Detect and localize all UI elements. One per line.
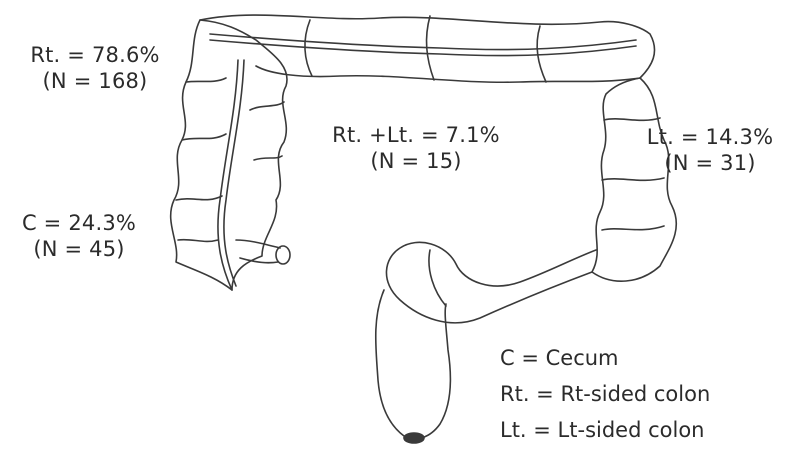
right-sided-percent: Rt. = 78.6% [10,42,180,68]
legend: C = Cecum Rt. = Rt-sided colon Lt. = Lt-… [500,340,710,448]
right-sided-label: Rt. = 78.6% (N = 168) [10,42,180,94]
left-sided-label: Lt. = 14.3% (N = 31) [630,124,790,176]
rectum [376,290,451,439]
right-and-left-count: (N = 15) [296,148,536,174]
left-sided-percent: Lt. = 14.3% [630,124,790,150]
ascending-colon [171,20,287,290]
left-sided-count: (N = 31) [630,150,790,176]
right-and-left-label: Rt. +Lt. = 7.1% (N = 15) [296,122,536,174]
sigmoid-colon [386,242,596,322]
legend-item-left-sided: Lt. = Lt-sided colon [500,412,710,448]
legend-item-right-sided: Rt. = Rt-sided colon [500,376,710,412]
right-sided-count: (N = 168) [10,68,180,94]
cecum-label: C = 24.3% (N = 45) [4,210,154,262]
ascending-taenia [218,60,238,290]
cecum-count: (N = 45) [4,236,154,262]
right-and-left-percent: Rt. +Lt. = 7.1% [296,122,536,148]
cecum-percent: C = 24.3% [4,210,154,236]
legend-item-cecum: C = Cecum [500,340,710,376]
terminal-ileum [236,240,280,263]
